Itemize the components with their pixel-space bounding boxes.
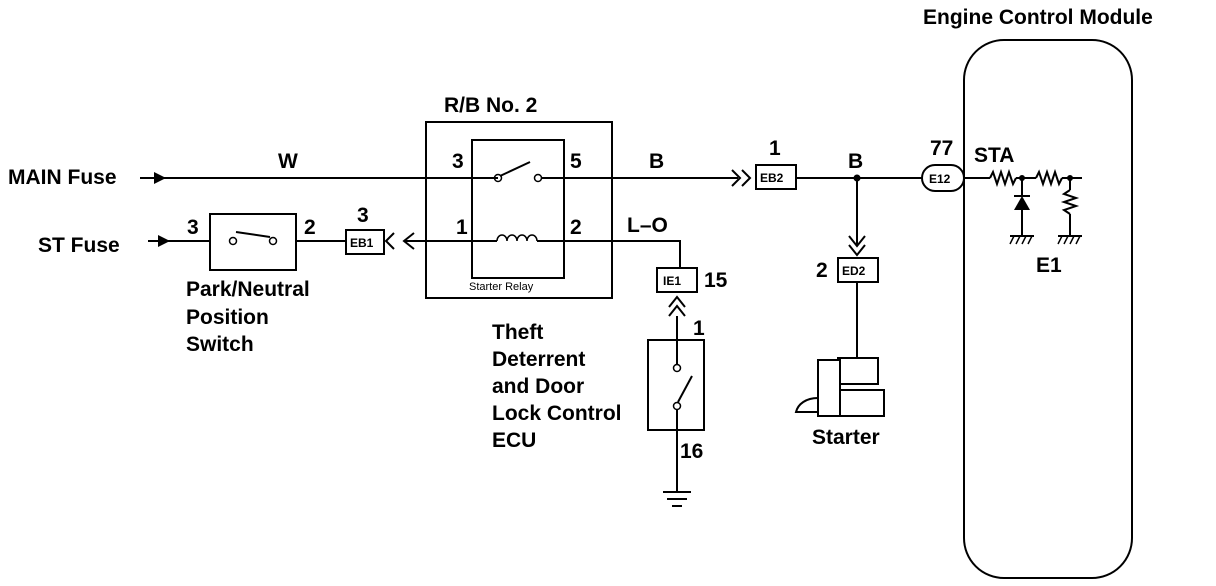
ecm-input-circuit-icon: [964, 168, 1082, 245]
ecu-label-line5: ECU: [492, 429, 536, 452]
pnp-label-line2: Position: [186, 306, 269, 329]
wire-b-label-2: B: [848, 150, 863, 173]
pnp-label-line3: Switch: [186, 333, 254, 356]
ecm-box: [963, 39, 1133, 579]
pnp-pin-2: 2: [304, 216, 316, 239]
relay-pin-1: 1: [456, 216, 468, 239]
relay-pin-2: 2: [570, 216, 582, 239]
ecu-label-line1: Theft: [492, 321, 543, 344]
ecm-sta-label: STA: [974, 144, 1014, 167]
eb2-arrow-icon: [731, 169, 742, 187]
ecu-pin-top: 1: [693, 317, 705, 340]
eb2-arrow-2-icon: [741, 169, 752, 187]
st-fuse-arrow-icon: [148, 235, 170, 247]
connector-ed2-pin: 2: [816, 259, 828, 282]
starter-motor-icon: [794, 357, 885, 417]
st-fuse-label: ST Fuse: [38, 234, 120, 257]
relay-pin-5: 5: [570, 150, 582, 173]
connector-e12-name: E12: [929, 172, 951, 186]
relay-coil-icon: [488, 234, 546, 242]
connector-ie1-name: IE1: [663, 274, 681, 288]
pnp-switch-box: [209, 213, 297, 271]
ecu-label-line3: and Door: [492, 375, 584, 398]
wire-b-label-1: B: [649, 150, 664, 173]
main-fuse-arrow-icon: [140, 172, 166, 184]
eb1-arrow-2-icon: [384, 232, 395, 250]
connector-eb2-name: EB2: [760, 171, 784, 185]
relay-pin-3: 3: [452, 150, 464, 173]
relay-block-title: R/B No. 2: [444, 94, 537, 117]
pnp-pin-3: 3: [187, 216, 199, 239]
relay-switch-icon: [493, 161, 543, 183]
pnp-label-line1: Park/Neutral: [186, 278, 310, 301]
pnp-switch-icon: [228, 231, 278, 246]
relay-block-box: [425, 121, 613, 299]
ed2-arrow-2-icon: [848, 244, 866, 257]
wire-w-label: W: [278, 150, 298, 173]
ie1-arrow-icon: [668, 295, 686, 308]
ed2-arrow-icon: [848, 235, 866, 248]
wire-lo: [546, 240, 681, 268]
connector-eb1-pin: 3: [357, 204, 369, 227]
ecm-e1-label: E1: [1036, 254, 1062, 277]
ie1-arrow-2-icon: [668, 304, 686, 317]
connector-ie1-pin: 15: [704, 269, 728, 292]
wire-lo-label: L–O: [627, 214, 668, 237]
eb1-arrow-icon: [402, 232, 415, 250]
starter-label: Starter: [812, 426, 880, 449]
main-fuse-label: MAIN Fuse: [8, 166, 117, 189]
ecu-pin-bottom: 16: [680, 440, 703, 463]
ecm-title: Engine Control Module: [923, 6, 1153, 29]
connector-ed2-name: ED2: [842, 264, 866, 278]
connector-eb1-name: EB1: [350, 236, 374, 250]
ecu-label-line2: Deterrent: [492, 348, 585, 371]
ground-icon: [663, 491, 691, 507]
connector-eb1: [345, 229, 385, 255]
connector-ed2: [837, 257, 879, 283]
theft-ecu-switch-icon: [672, 316, 693, 492]
connector-ie1: [656, 267, 698, 293]
starter-relay-label: Starter Relay: [469, 281, 534, 293]
starter-relay-box: [471, 139, 565, 279]
connector-eb2-pin: 1: [769, 137, 781, 160]
ecu-label-line4: Lock Control: [492, 402, 622, 425]
connector-e12-pin: 77: [930, 137, 953, 160]
